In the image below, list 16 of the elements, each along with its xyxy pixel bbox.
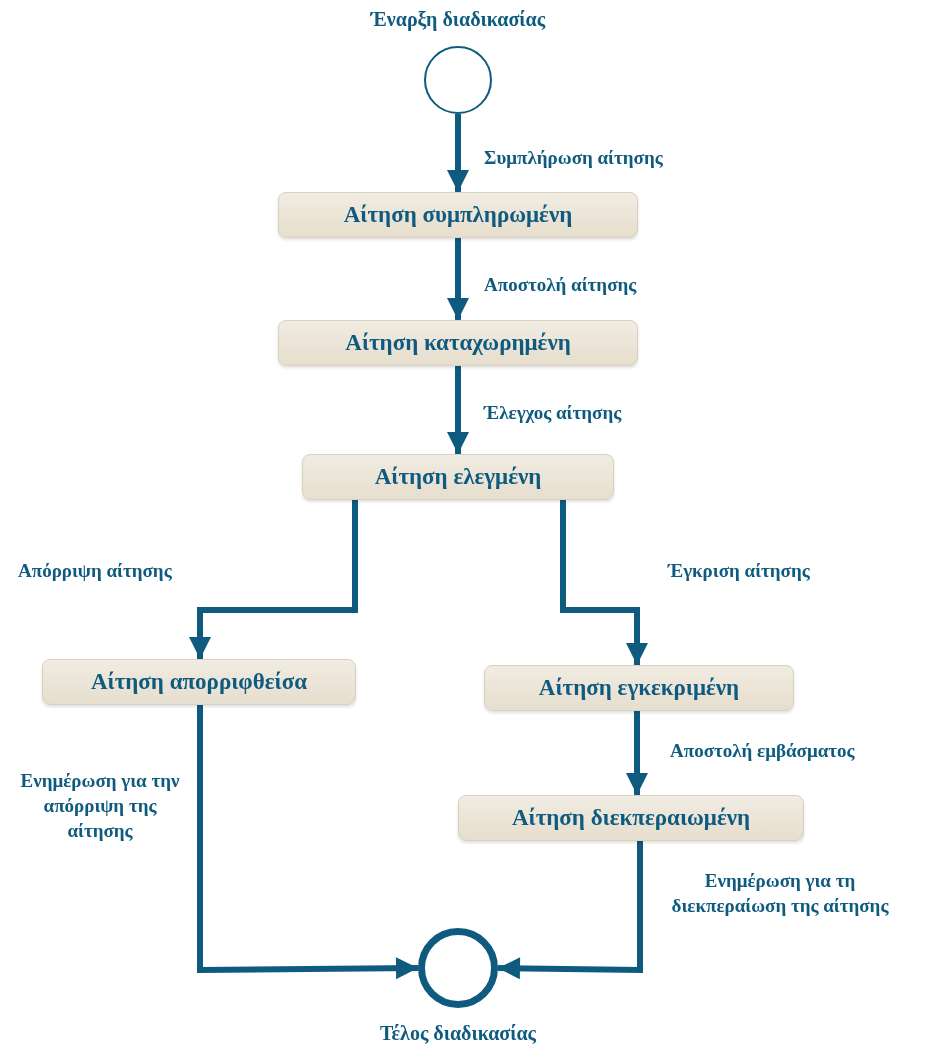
arrow bbox=[197, 705, 419, 980]
state-box: Αίτηση ελεγμένη bbox=[302, 454, 614, 500]
arrow bbox=[626, 711, 648, 795]
state-box: Αίτηση απορριφθείσα bbox=[42, 659, 356, 705]
state-box: Αίτηση καταχωρημένη bbox=[278, 320, 638, 366]
state-caption: Τέλος διαδικασίας bbox=[380, 1022, 536, 1045]
arrow bbox=[560, 500, 648, 665]
arrow bbox=[447, 238, 469, 320]
arrow bbox=[497, 841, 643, 980]
arrow bbox=[447, 366, 469, 454]
state-box: Αίτηση διεκπεραιωμένη bbox=[458, 795, 804, 841]
arrow bbox=[189, 500, 358, 659]
arrow bbox=[447, 114, 469, 192]
state-caption: Έναρξη διαδικασίας bbox=[370, 8, 546, 31]
state-box: Αίτηση εγκεκριμένη bbox=[484, 665, 794, 711]
state-box: Αίτηση συμπληρωμένη bbox=[278, 192, 638, 238]
